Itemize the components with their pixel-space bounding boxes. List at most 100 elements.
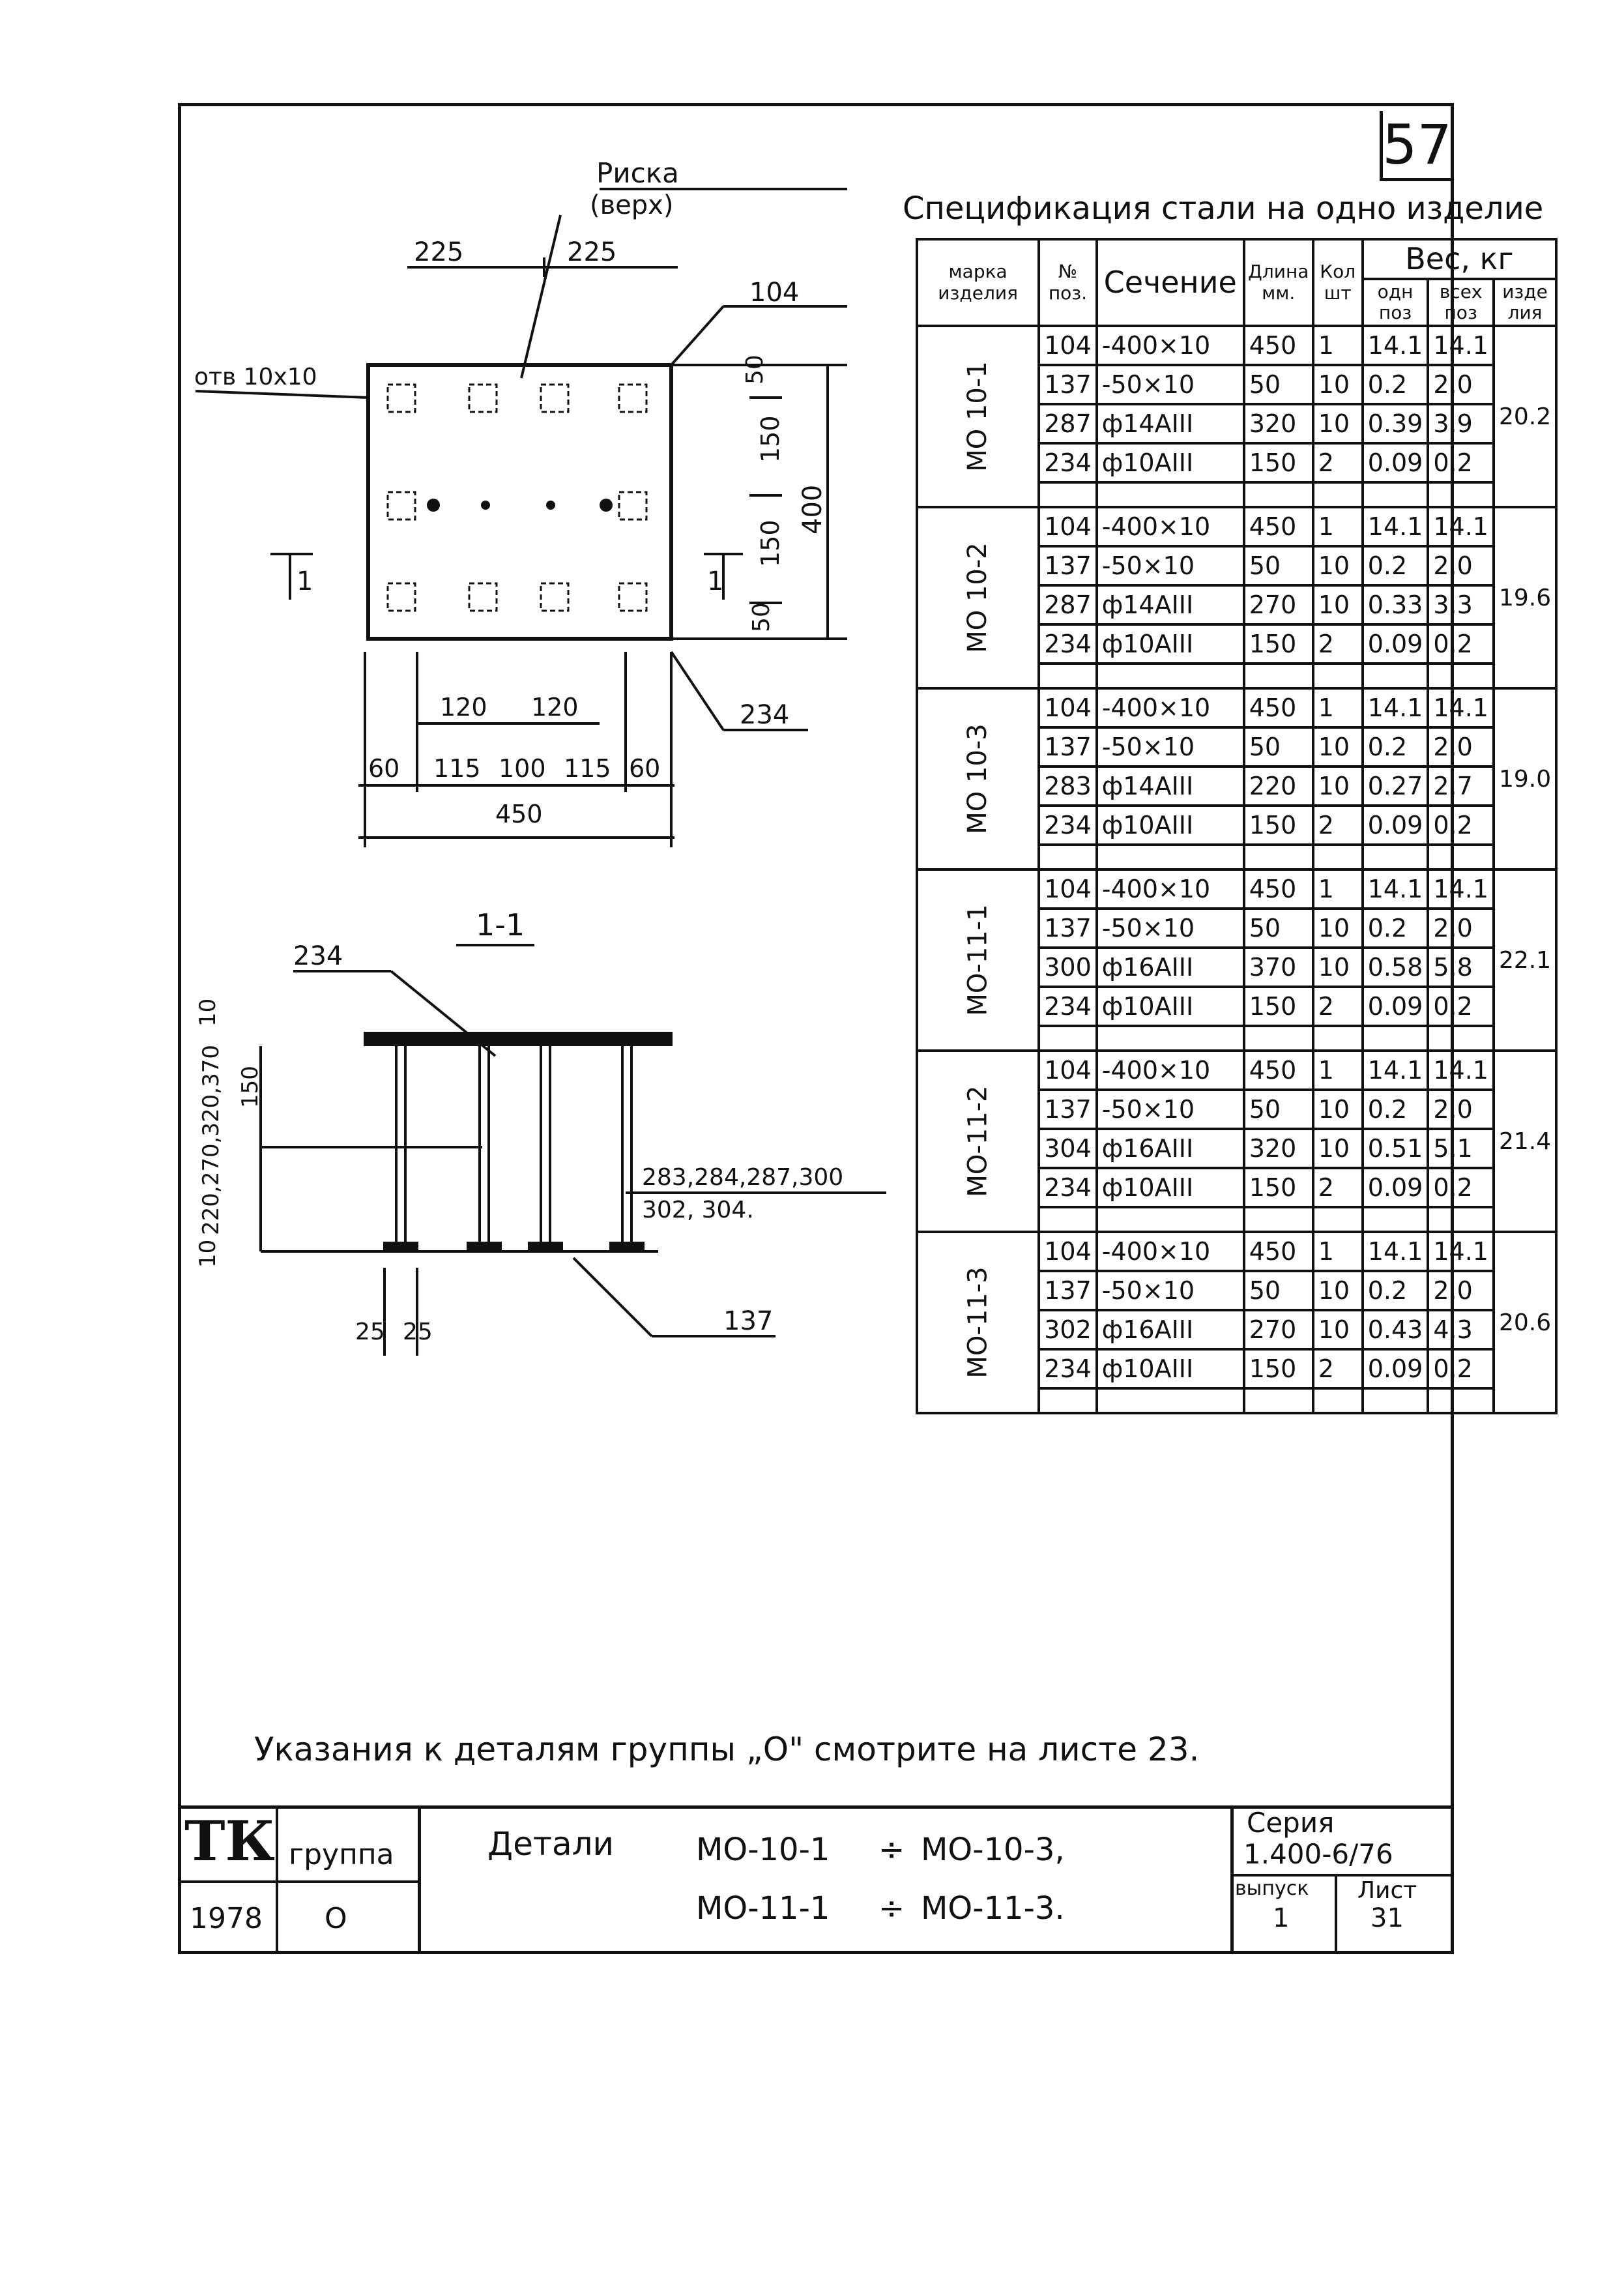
- cell-section: -400×10: [1095, 506, 1245, 548]
- cell-pos: 287: [1037, 584, 1098, 626]
- cell-pos: 234: [1037, 986, 1098, 1028]
- tb-issue-label: выпуск: [1235, 1877, 1309, 1900]
- tb-sheet-value: 31: [1370, 1903, 1404, 1933]
- spacer-row: [917, 1387, 1556, 1415]
- empty-cell: [1242, 1206, 1314, 1234]
- cell-w1: 0.33: [1361, 584, 1430, 626]
- cell-section: ф10АIII: [1095, 804, 1245, 847]
- cell-pos: 104: [1037, 687, 1098, 729]
- cell-count: 1: [1311, 1049, 1364, 1092]
- mark-cell: МО-11-3: [915, 1231, 1041, 1415]
- cell-length: 450: [1242, 325, 1314, 367]
- mark-cell: МО-11-1: [915, 868, 1041, 1053]
- cell-count: 10: [1311, 1088, 1364, 1131]
- cell-count: 10: [1311, 907, 1364, 950]
- empty-cell: [1427, 1206, 1495, 1234]
- empty-cell: [1242, 662, 1314, 690]
- cell-count: 10: [1311, 1128, 1364, 1170]
- cell-section: -400×10: [1095, 868, 1245, 911]
- cell-pos: 234: [1037, 1348, 1098, 1390]
- hdr-mark: марка изделия: [915, 237, 1041, 328]
- cell-w2: 2.0: [1427, 364, 1495, 406]
- cell-w1: 0.2: [1361, 907, 1430, 950]
- cell-w1: 14.1: [1361, 1049, 1430, 1092]
- dim-top-left: 225: [414, 237, 463, 267]
- cell-count: 10: [1311, 584, 1364, 626]
- cell-w1: 14.1: [1361, 687, 1430, 729]
- tb-line2-sep: ÷: [878, 1890, 905, 1927]
- cell-w2: 5.1: [1427, 1128, 1495, 1170]
- cell-pos: 302: [1037, 1309, 1098, 1351]
- cell-w1: 14.1: [1361, 325, 1430, 367]
- tb-details-label: Детали: [487, 1825, 615, 1863]
- empty-cell: [1427, 1387, 1495, 1415]
- mark-cell: МО-11-2: [915, 1049, 1041, 1234]
- hdr-count: Кол шт: [1311, 237, 1364, 328]
- cell-w2: 2.0: [1427, 1088, 1495, 1131]
- mark-label: МО-11-2: [963, 1085, 993, 1197]
- cell-section: -400×10: [1095, 325, 1245, 367]
- cell-count: 2: [1311, 623, 1364, 665]
- mark-label: МО-11-1: [963, 904, 993, 1016]
- cell-count: 10: [1311, 1309, 1364, 1351]
- spec-title: Спецификация стали на одно изделие: [903, 190, 1544, 227]
- cell-pos: 137: [1037, 907, 1098, 950]
- cell-w1: 0.09: [1361, 1167, 1430, 1209]
- dim-mid-120a: 120: [440, 693, 487, 722]
- cell-section: ф16АIII: [1095, 1309, 1245, 1351]
- cell-pos: 234: [1037, 442, 1098, 484]
- cell-w1: 0.2: [1361, 545, 1430, 587]
- dim-top-right: 225: [567, 237, 616, 267]
- cell-length: 320: [1242, 1128, 1314, 1170]
- cell-w1: 0.43: [1361, 1309, 1430, 1351]
- item-weight: 19.0: [1492, 687, 1558, 871]
- empty-cell: [1311, 1387, 1364, 1415]
- cell-section: ф16АIII: [1095, 946, 1245, 989]
- cell-section: -50×10: [1095, 726, 1245, 768]
- cell-w2: 2.0: [1427, 726, 1495, 768]
- note-text: Указания к деталям группы „О" смотрите н…: [254, 1731, 1200, 1768]
- tb-issue-value: 1: [1273, 1903, 1290, 1933]
- mark-label: МО-11-3: [963, 1266, 993, 1379]
- section-dim-25b: 25: [403, 1319, 433, 1345]
- section-dim-150: 150: [237, 1066, 263, 1108]
- cell-length: 50: [1242, 726, 1314, 768]
- cell-pos: 304: [1037, 1128, 1098, 1170]
- cell-section: -50×10: [1095, 364, 1245, 406]
- cell-section: ф10АIII: [1095, 442, 1245, 484]
- cell-w2: 5.8: [1427, 946, 1495, 989]
- empty-cell: [1311, 1025, 1364, 1053]
- cell-w2: 2.0: [1427, 1270, 1495, 1312]
- hdr-w-all: всех поз: [1427, 277, 1495, 328]
- hdr-length: Длина мм.: [1242, 237, 1314, 328]
- cell-w1: 0.09: [1361, 1348, 1430, 1390]
- spacer-row: [917, 662, 1556, 690]
- cell-section: -50×10: [1095, 907, 1245, 950]
- spec-table: марка изделия № поз. Сечение Длина мм. К…: [915, 237, 1558, 1415]
- hdr-section: Сечение: [1095, 237, 1245, 328]
- empty-cell: [1361, 1025, 1430, 1053]
- item-weight: 21.4: [1492, 1049, 1558, 1234]
- cell-section: -50×10: [1095, 1088, 1245, 1131]
- cell-w1: 0.2: [1361, 1088, 1430, 1131]
- hdr-w-one: одн поз: [1361, 277, 1430, 328]
- cell-w1: 0.2: [1361, 726, 1430, 768]
- section-title: 1-1: [476, 907, 525, 942]
- tb-sheet-label: Лист: [1357, 1877, 1417, 1904]
- empty-cell: [1427, 662, 1495, 690]
- cell-pos: 234: [1037, 623, 1098, 665]
- section-pos-137: 137: [723, 1306, 773, 1336]
- tb-line2-from: МО-11-1: [696, 1890, 830, 1927]
- cell-count: 1: [1311, 868, 1364, 911]
- mark-cell: МО 10-2: [915, 506, 1041, 690]
